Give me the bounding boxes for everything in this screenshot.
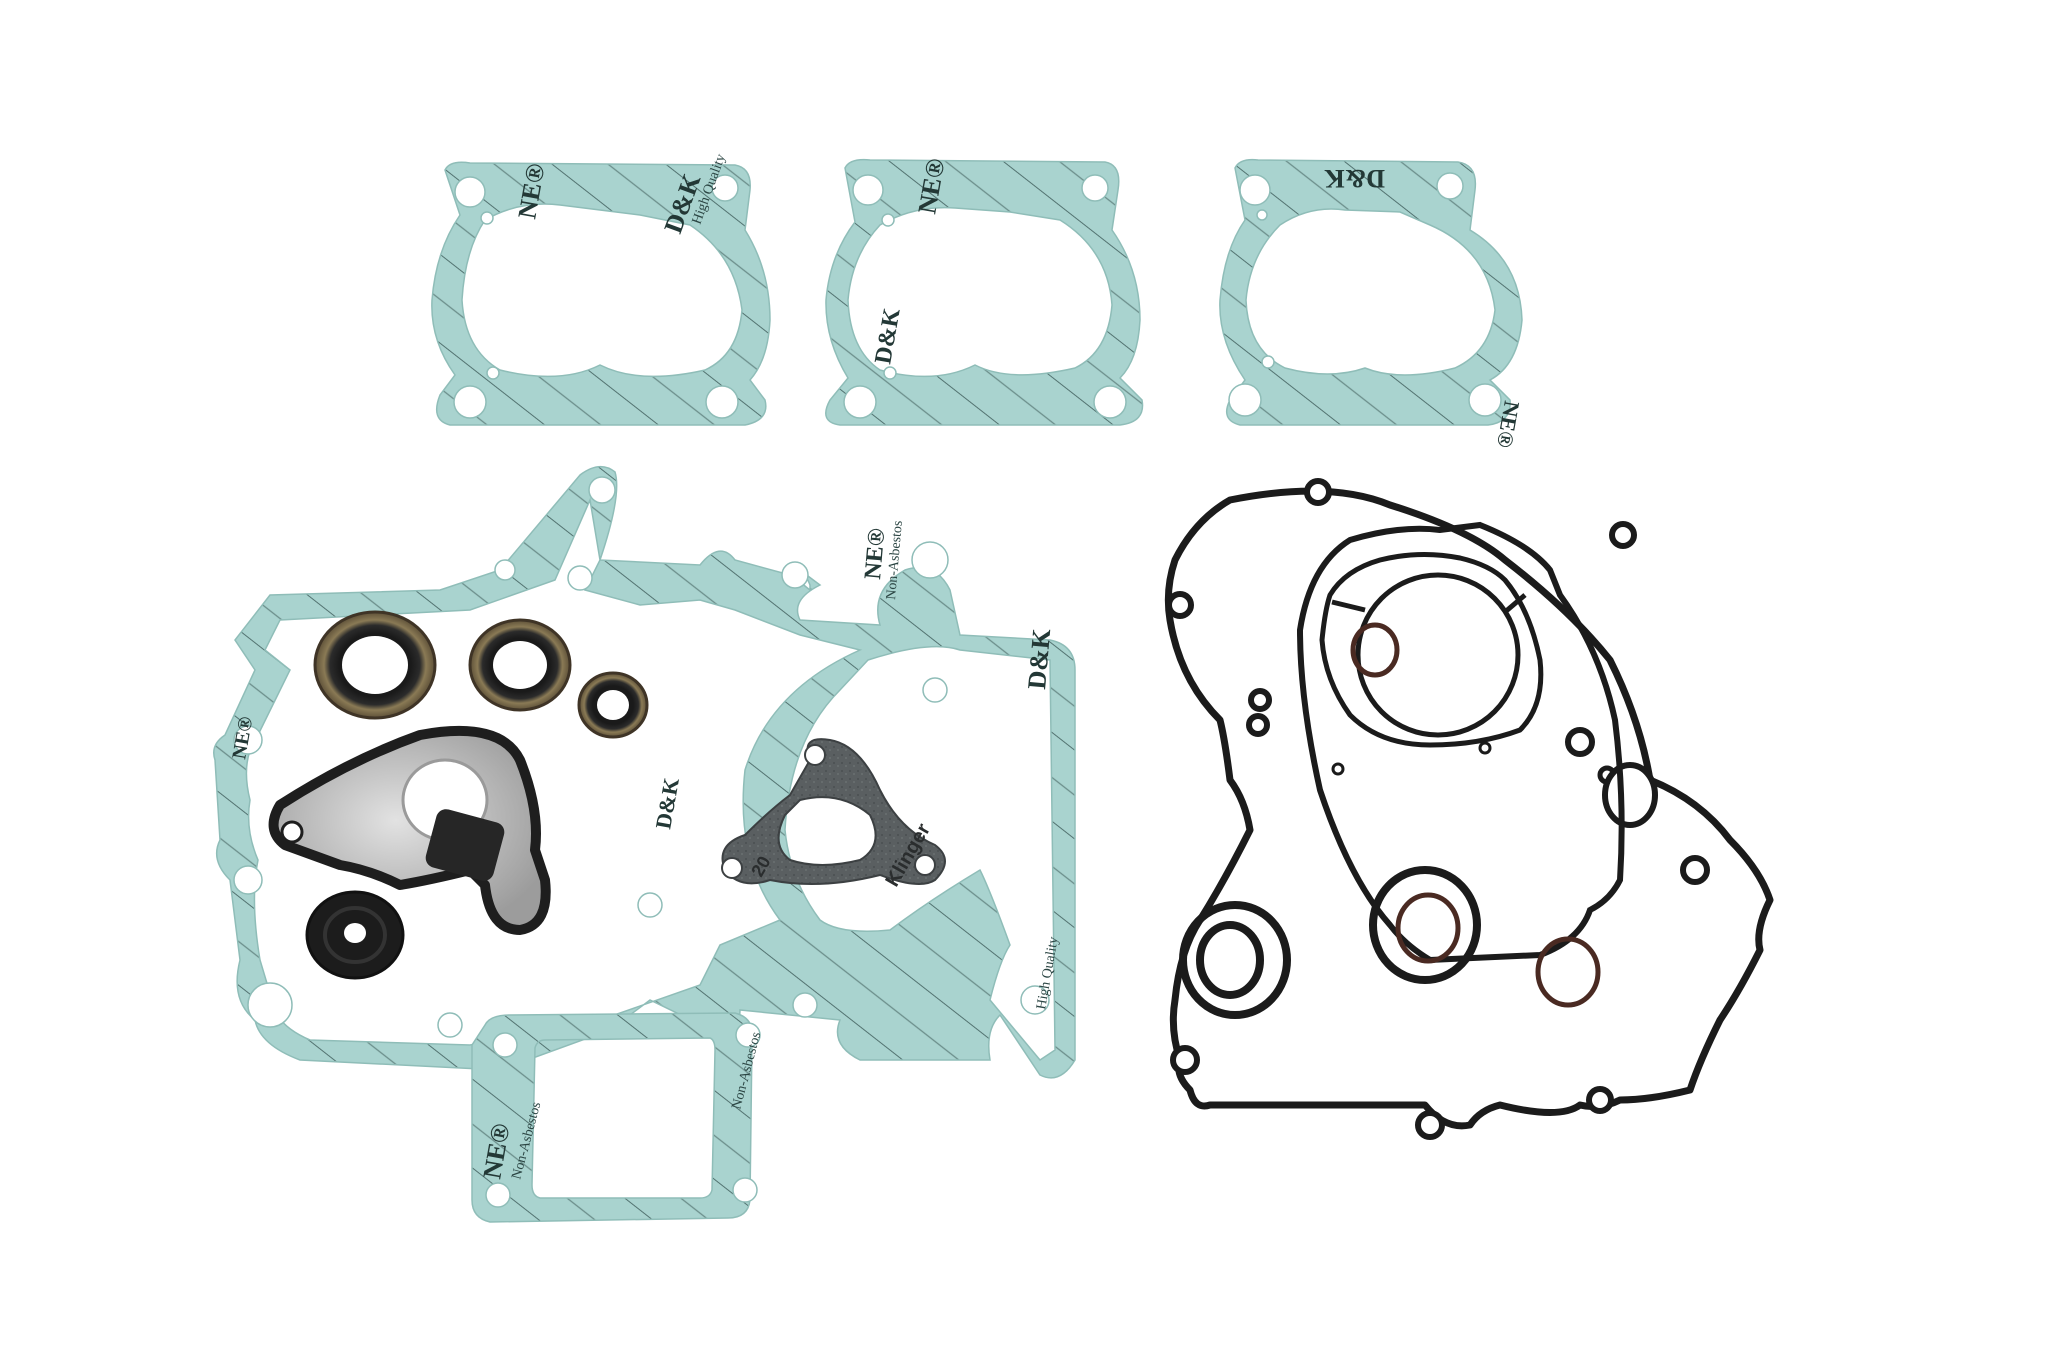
print-asbestos: Non-Asbestos bbox=[884, 520, 906, 600]
base-gasket-1: NE® D&K High Quality bbox=[431, 152, 771, 426]
exhaust-gasket: 20 Klinger bbox=[721, 738, 946, 890]
oil-seal-bore bbox=[597, 690, 629, 720]
reed-gasket: NE® Non-Asbestos Non-Asbestos bbox=[471, 1012, 764, 1223]
crankcase-gasket: NE® Non-Asbestos D&K High Quality D&K NE… bbox=[213, 466, 1076, 1079]
oil-seal-bore bbox=[342, 636, 408, 694]
print-ne: NE® bbox=[860, 527, 890, 580]
print-brand: D&K bbox=[650, 776, 684, 831]
oil-seal-bore bbox=[493, 641, 547, 689]
clutch-cover-oring-set bbox=[1164, 478, 1774, 1140]
print-brand: D&K bbox=[1022, 627, 1056, 691]
seal-plate bbox=[268, 725, 551, 935]
rubber-grommet bbox=[425, 809, 505, 881]
print-brand: D&K bbox=[1324, 164, 1385, 193]
base-gasket-2: NE® D&K bbox=[825, 156, 1144, 426]
base-gasket-3: D&K NE® bbox=[1219, 158, 1525, 450]
oil-seal-bore bbox=[344, 923, 366, 943]
oil-seals bbox=[305, 610, 649, 980]
print-brand: D&K bbox=[870, 306, 905, 366]
